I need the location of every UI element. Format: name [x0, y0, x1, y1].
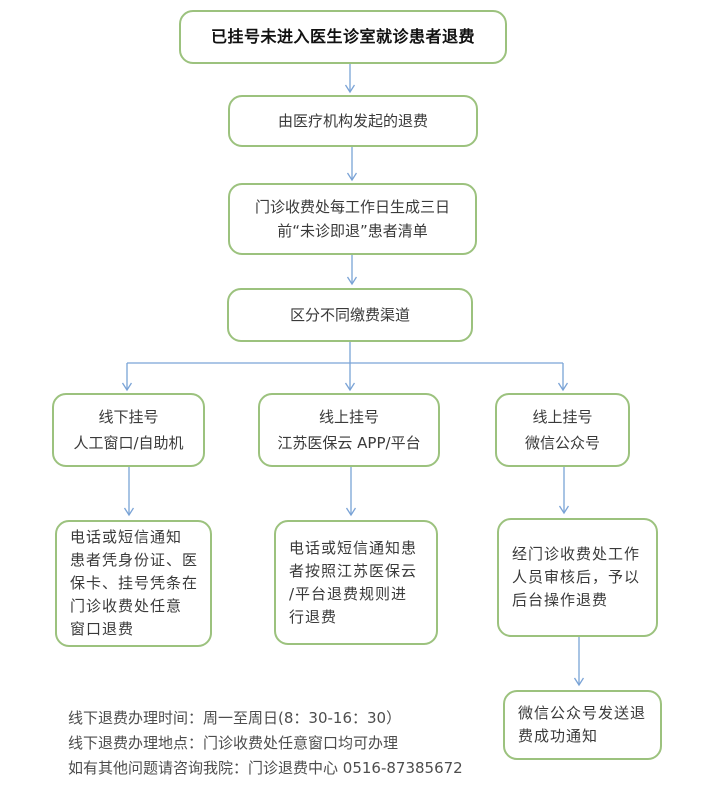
footer-notes: 线下退费办理时间：周一至周日(8：30-16：30） 线下退费办理地点：门诊收费…	[68, 706, 463, 781]
node-app-detail-line-1: 电话或短信通知患	[289, 538, 418, 557]
node-wechat-detail-line-2: 人员审核后，予以	[512, 568, 641, 586]
node-offline-detail-line-5: 窗口退费	[70, 620, 135, 638]
note-line-location: 线下退费办理地点：门诊收费处任意窗口均可办理	[68, 734, 399, 752]
node-wechat-detail-line-3: 后台操作退费	[512, 591, 609, 609]
node-initiated-line-1: 由医疗机构发起的退费	[277, 112, 428, 130]
node-online-wechat-register: 线上挂号 微信公众号	[495, 393, 630, 467]
node-notice-line-2: 费成功通知	[518, 727, 599, 745]
node-generate-line-2: 前“未诊即退”患者清单	[277, 222, 428, 240]
node-online-wechat-line-1: 线上挂号	[532, 408, 593, 426]
node-app-detail-line-2: 者按照江苏医保云	[289, 561, 418, 580]
node-online-app-register: 线上挂号 江苏医保云 APP/平台	[258, 393, 440, 467]
node-wechat-refund-detail: 经门诊收费处工作 人员审核后，予以 后台操作退费	[497, 518, 658, 637]
node-online-app-line-2: 江苏医保云 APP/平台	[277, 434, 421, 452]
node-offline-detail-line-3: 保卡、挂号凭条在	[70, 574, 199, 592]
node-online-wechat-line-2: 微信公众号	[524, 434, 600, 452]
node-generate-line-1: 门诊收费处每工作日生成三日	[254, 198, 450, 216]
node-start-line-1: 已挂号未进入医生诊室就诊患者退费	[210, 27, 475, 46]
node-wechat-detail-line-1: 经门诊收费处工作	[512, 545, 641, 563]
node-offline-detail-line-2: 患者凭身份证、医	[70, 551, 199, 569]
node-app-detail-line-3: /平台退费规则进	[289, 584, 408, 603]
note-line-hours: 线下退费办理时间：周一至周日(8：30-16：30）	[68, 709, 402, 727]
node-offline-line-1: 线下挂号	[98, 408, 159, 426]
node-app-refund-detail: 电话或短信通知患 者按照江苏医保云 /平台退费规则进 行退费	[274, 520, 438, 645]
node-notice-line-1: 微信公众号发送退	[518, 704, 647, 722]
node-wechat-success-notice: 微信公众号发送退 费成功通知	[503, 690, 662, 760]
node-online-app-line-1: 线上挂号	[318, 408, 379, 426]
node-offline-refund-detail: 电话或短信通知 患者凭身份证、医 保卡、挂号凭条在 门诊收费处任意 窗口退费	[55, 520, 212, 647]
node-offline-detail-line-1: 电话或短信通知	[70, 528, 183, 546]
node-initiated-by-org: 由医疗机构发起的退费	[228, 95, 478, 147]
note-line-contact: 如有其他问题请咨询我院：门诊退费中心 0516-87385672	[68, 759, 463, 777]
node-start: 已挂号未进入医生诊室就诊患者退费	[179, 10, 507, 64]
node-distinguish-channel: 区分不同缴费渠道	[227, 288, 473, 342]
node-generate-list: 门诊收费处每工作日生成三日 前“未诊即退”患者清单	[228, 183, 477, 255]
node-distinguish-line-1: 区分不同缴费渠道	[289, 306, 410, 324]
node-app-detail-line-4: 行退费	[289, 607, 338, 626]
node-offline-line-2: 人工窗口/自助机	[73, 434, 184, 452]
node-offline-register: 线下挂号 人工窗口/自助机	[52, 393, 205, 467]
node-offline-detail-line-4: 门诊收费处任意	[70, 597, 183, 615]
